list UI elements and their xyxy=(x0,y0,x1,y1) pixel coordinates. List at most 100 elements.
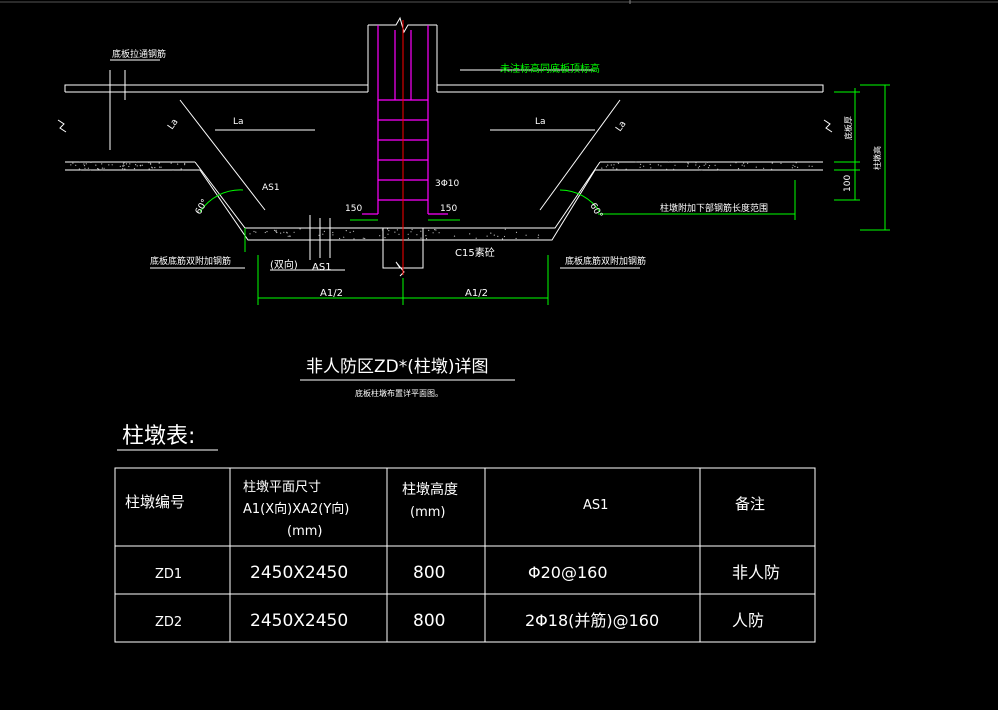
label-a1-left: A1/2 xyxy=(320,288,343,299)
hatch-dot xyxy=(141,164,143,166)
hatch-dot xyxy=(381,229,383,231)
hatch-dot xyxy=(808,165,810,167)
diag-bar-left xyxy=(179,99,266,211)
label-la-left: La xyxy=(233,117,244,127)
slab-top-right xyxy=(436,84,824,92)
hatch-dot xyxy=(345,230,347,232)
hatch-dot xyxy=(666,168,668,170)
hatch-dot xyxy=(135,161,138,163)
hatch-dot xyxy=(432,232,434,234)
hatch-dot xyxy=(714,164,716,166)
hatch-dot xyxy=(353,238,355,240)
label-dim-100: 100 xyxy=(843,175,853,192)
hatch-dot xyxy=(707,167,710,169)
label-as1-lower: AS1 xyxy=(312,262,332,273)
hatch-dot xyxy=(687,165,689,167)
hatch-dot xyxy=(122,165,124,167)
hatch-dot xyxy=(771,168,773,170)
hatch-dot xyxy=(671,161,673,163)
hatch-dot xyxy=(699,169,701,171)
break-mark-right xyxy=(823,119,833,133)
hatch-dot xyxy=(438,232,440,234)
hatch-dot xyxy=(707,161,709,163)
hatch-dot xyxy=(264,231,266,234)
label-a1-right: A1/2 xyxy=(465,288,488,299)
hatch-dot xyxy=(407,233,409,235)
hatch-dot xyxy=(743,165,745,167)
hatch-dot xyxy=(747,162,749,164)
row1-height: 800 xyxy=(413,563,445,583)
row2-as1: 2Φ18(并筋)@160 xyxy=(525,611,659,630)
hatch-dot xyxy=(425,238,428,240)
label-c15: C15素砼 xyxy=(455,246,495,259)
hatch-dot xyxy=(253,230,255,233)
hatch-dot xyxy=(695,162,697,164)
hatch-dot xyxy=(428,229,430,231)
dimension-lines xyxy=(199,84,890,305)
hatch-dot xyxy=(79,161,81,163)
hatch-dot xyxy=(89,169,91,171)
hatch-dot xyxy=(411,228,413,231)
hatch-dot xyxy=(87,167,89,169)
hatch-dot xyxy=(797,166,799,168)
hatch-dot xyxy=(601,167,603,169)
hatch-dot xyxy=(177,163,179,165)
hatch-dot xyxy=(318,234,320,236)
hatch-dot xyxy=(83,163,85,165)
hatch-dot xyxy=(72,162,74,164)
hatch-dot xyxy=(684,161,686,163)
hatch-dot xyxy=(387,233,389,235)
hatch-dot xyxy=(697,167,700,169)
row2-size: 2450X2450 xyxy=(250,611,348,631)
hatch-dot xyxy=(490,232,492,234)
hatch-dot xyxy=(75,164,77,166)
hatch-dot xyxy=(763,167,765,169)
hatch-dot xyxy=(276,231,278,234)
hatch-dot xyxy=(349,231,351,233)
hatch-dot xyxy=(537,237,539,239)
label-150-right: 150 xyxy=(440,204,457,214)
hatch-dot xyxy=(643,165,645,167)
hatch-dot xyxy=(322,233,324,235)
detail-title: 非人防区ZD*(柱墩)详图 xyxy=(306,357,489,377)
hatch-dot xyxy=(273,229,276,231)
hatch-dot xyxy=(129,163,131,165)
hatch-dot xyxy=(503,235,506,238)
hatch-dot xyxy=(125,163,128,165)
hatch-dot xyxy=(705,163,707,165)
hatch-dot xyxy=(605,166,608,168)
hatch-dot xyxy=(486,235,488,237)
label-la-diag-left: La xyxy=(166,117,180,131)
hatch-dot xyxy=(101,167,103,169)
row1-remark: 非人防 xyxy=(732,563,780,582)
hatch-dot xyxy=(475,237,477,239)
hatch-dot xyxy=(139,165,142,167)
label-rebar: 3Φ10 xyxy=(435,179,460,189)
hatch-dot xyxy=(640,163,642,165)
hatch-dot xyxy=(283,231,285,233)
hatch-dot xyxy=(501,238,504,240)
hatch-dot xyxy=(795,162,797,164)
hatch-dot xyxy=(396,229,398,231)
label-angle-left: 60° xyxy=(194,198,211,217)
hatch-dot xyxy=(286,231,288,233)
hatch-dot xyxy=(84,167,86,169)
hatch-dot xyxy=(435,229,437,231)
hatch-dot xyxy=(136,165,138,167)
hatch-dot xyxy=(255,231,257,233)
hatch-dot xyxy=(791,167,794,169)
hatch-dot xyxy=(101,163,103,165)
header-remark: 备注 xyxy=(735,495,765,513)
header-code: 柱墩编号 xyxy=(125,493,185,511)
hatch-dot xyxy=(352,230,355,232)
hatch-dot xyxy=(184,162,186,165)
hatch-dot xyxy=(159,166,161,168)
table-caption: 柱墩表: xyxy=(122,424,195,449)
hatch-dot xyxy=(794,165,796,168)
hatch-dot xyxy=(293,231,295,233)
pier-inner-outline xyxy=(194,161,601,229)
hatch-dot xyxy=(394,231,396,233)
hatch-dot xyxy=(379,235,381,237)
hatch-dot xyxy=(133,168,136,170)
